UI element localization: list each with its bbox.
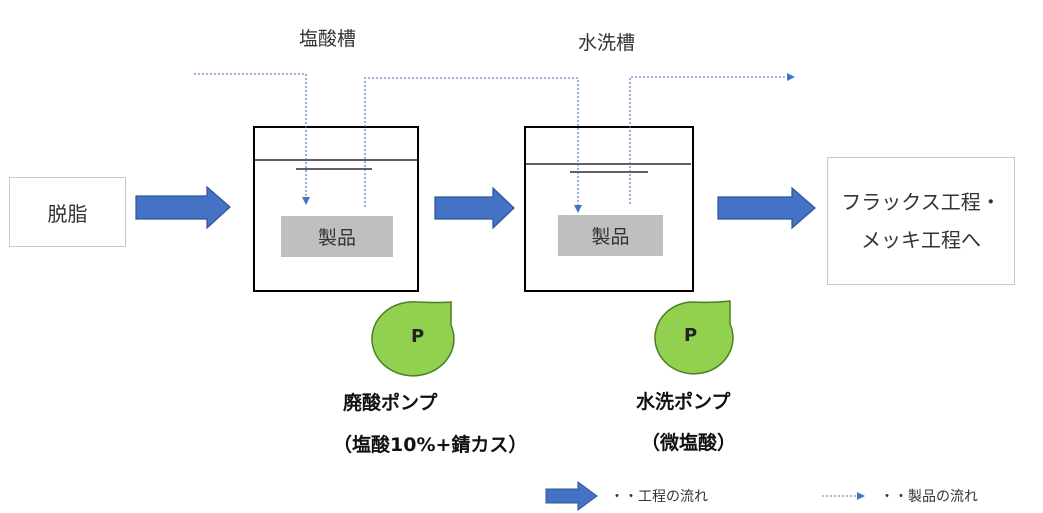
next-process-line1: フラックス工程・ bbox=[841, 190, 1001, 214]
rinse-tank bbox=[524, 126, 694, 292]
product-flow-out-of-rinse bbox=[629, 73, 795, 204]
waste-acid-pump-symbol: P bbox=[411, 326, 425, 347]
product-label: 製品 bbox=[591, 226, 630, 248]
process-arrow-2 bbox=[434, 186, 515, 230]
degreasing-box: 脱脂 bbox=[9, 177, 126, 247]
product-in-rinse-tank: 製品 bbox=[558, 215, 663, 256]
rinse-pump-symbol: P bbox=[684, 325, 698, 346]
next-process-box: フラックス工程・ メッキ工程へ bbox=[827, 157, 1015, 285]
rinse-pump-contents: （微塩酸） bbox=[641, 432, 737, 454]
product-flow-into-acid-tank bbox=[194, 73, 310, 205]
waste-acid-pump-contents: （塩酸10%+錆カス） bbox=[333, 434, 528, 456]
product-in-acid-tank: 製品 bbox=[281, 216, 393, 257]
product-flow-acid-to-rinse bbox=[364, 77, 582, 213]
hydrochloric-tank-title: 塩酸槽 bbox=[299, 28, 357, 50]
hydrochloric-acid-tank bbox=[253, 126, 419, 292]
degreasing-label: 脱脂 bbox=[47, 201, 88, 226]
legend-process-arrow bbox=[545, 481, 598, 511]
next-process-line2: メッキ工程へ bbox=[861, 228, 981, 252]
legend-process-flow-label: ・・工程の流れ bbox=[610, 489, 708, 505]
process-arrow-3 bbox=[717, 186, 816, 230]
rinse-pump-name: 水洗ポンプ bbox=[636, 391, 731, 413]
rinse-pump-icon bbox=[654, 300, 734, 375]
process-arrow-1 bbox=[135, 185, 231, 230]
waste-acid-pump-icon bbox=[371, 301, 455, 377]
product-label: 製品 bbox=[317, 227, 356, 249]
waste-acid-pump-name: 廃酸ポンプ bbox=[343, 392, 438, 414]
legend-product-flow-label: ・・製品の流れ bbox=[880, 489, 978, 505]
rinse-tank-title: 水洗槽 bbox=[578, 32, 636, 54]
